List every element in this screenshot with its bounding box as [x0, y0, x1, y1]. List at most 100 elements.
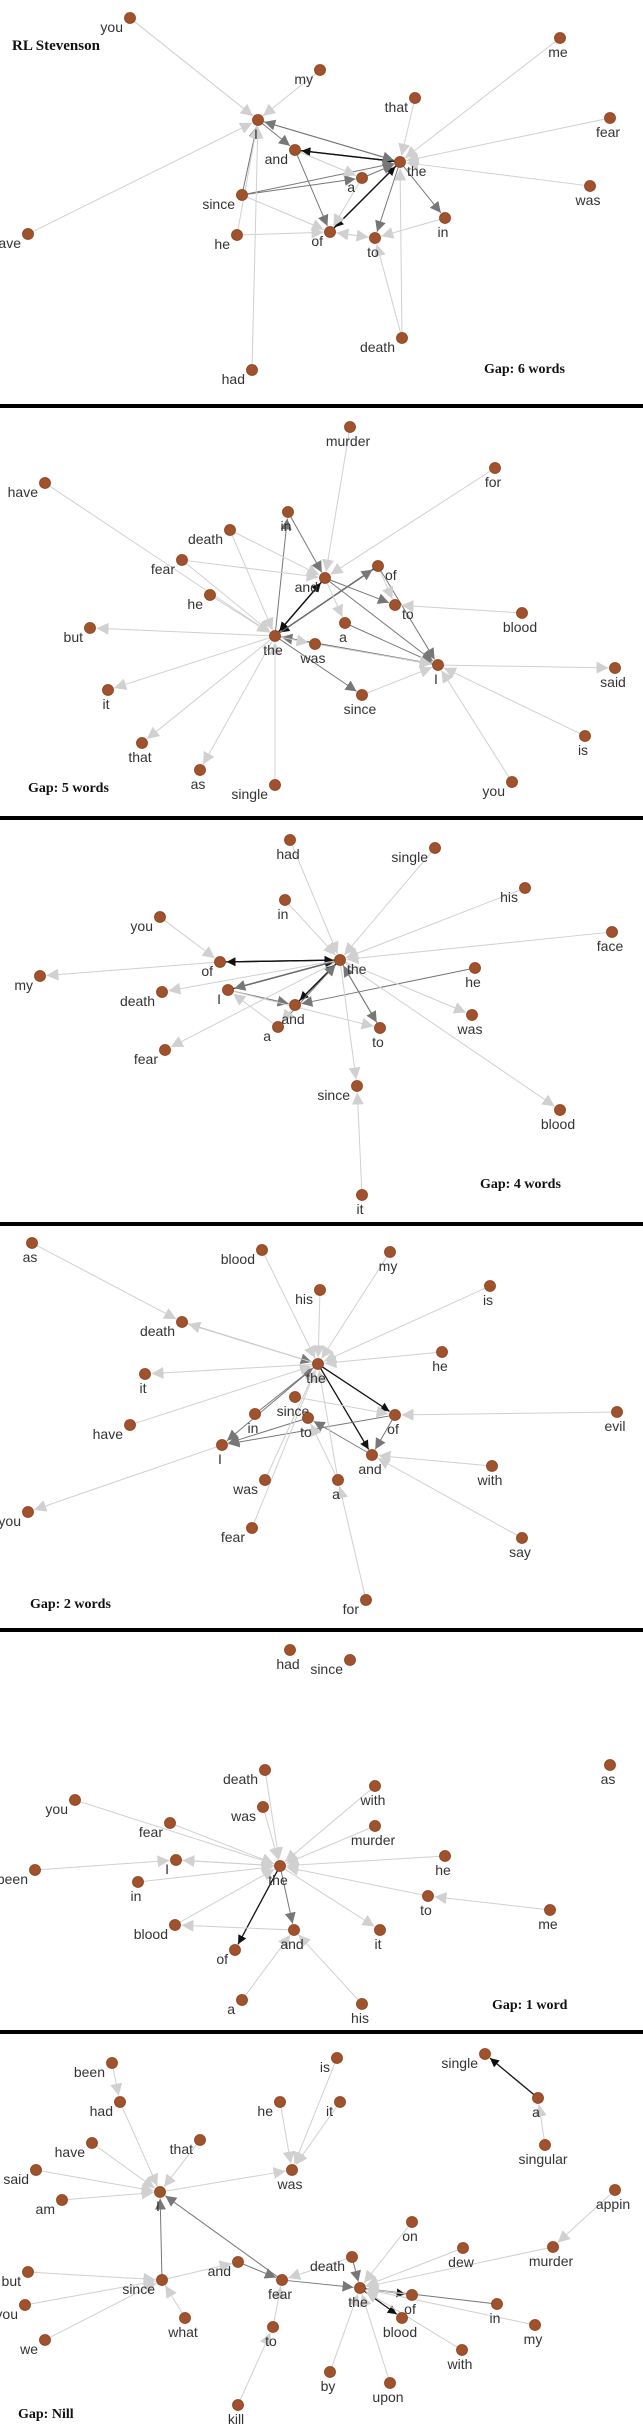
node-label: single — [391, 849, 428, 865]
node-marker — [519, 882, 531, 894]
node-label: a — [263, 1028, 271, 1044]
node-marker — [554, 32, 566, 44]
node-label: his — [351, 2010, 369, 2026]
node-label: the — [263, 642, 283, 658]
node-label: that — [170, 2141, 193, 2157]
node-the: the — [306, 1358, 326, 1386]
node-marker — [274, 2096, 286, 2108]
node-and: and — [265, 144, 301, 167]
panel-separator — [0, 404, 643, 408]
node-of: of — [404, 2289, 418, 2317]
node-marker — [156, 986, 168, 998]
node-marker — [312, 1358, 324, 1370]
node-label: to — [265, 2333, 277, 2349]
node-fear: fear — [596, 112, 620, 140]
node-marker — [34, 970, 46, 982]
edge-to-to-of — [336, 228, 370, 241]
node-i: I — [216, 1439, 228, 1467]
node-the: the — [268, 1860, 288, 1888]
node-as: as — [601, 1759, 616, 1787]
node-label: been — [74, 2064, 105, 2080]
node-i: I — [165, 1854, 182, 1877]
node-marker — [29, 1864, 41, 1876]
edge-a-to-and — [244, 1934, 291, 1996]
node-single: single — [391, 842, 441, 865]
node-of: of — [201, 956, 226, 979]
node-label: kill — [228, 2411, 244, 2427]
node-label: in — [131, 1888, 142, 1904]
edge-of-to-i — [380, 570, 436, 660]
node-it: it — [139, 1368, 151, 1396]
edge-my-to-i — [262, 73, 317, 117]
node-marker — [479, 2048, 491, 2060]
node-in: in — [131, 1876, 144, 1904]
node-marker — [384, 2377, 396, 2389]
edge-the-to-to — [342, 964, 378, 1023]
node-said: said — [600, 662, 626, 690]
node-label: it — [326, 2103, 333, 2119]
node-marker — [232, 2256, 244, 2268]
node-his: his — [295, 1284, 326, 1307]
node-label: is — [320, 2059, 330, 2075]
node-since: since — [202, 189, 248, 212]
node-and: and — [208, 2256, 244, 2279]
node-label: is — [578, 742, 588, 758]
edge-the-to-i — [226, 1367, 315, 1442]
edge-to-to-the — [286, 1863, 423, 1896]
node-had: had — [90, 2096, 126, 2119]
node-label: and — [265, 151, 288, 167]
node-marker — [176, 554, 188, 566]
node-label: in — [278, 906, 289, 922]
node-label: say — [509, 1544, 531, 1560]
node-fear: fear — [221, 1522, 258, 1545]
node-marker — [309, 638, 321, 650]
node-in: in — [438, 212, 451, 240]
node-label: you — [0, 1513, 21, 1529]
edge-been-to-had — [110, 2068, 123, 2096]
edge-me-to-the — [404, 40, 556, 159]
node-marker — [179, 2312, 191, 2324]
node-marker — [539, 2139, 551, 2151]
node-label: fear — [596, 124, 620, 140]
node-marker — [486, 1460, 498, 1472]
node-since: since — [317, 1080, 363, 1103]
node-appin: appin — [596, 2184, 630, 2212]
panel-gap-5: murderhaveforindeathfearandofhetobloodab… — [8, 421, 626, 802]
edge-since-to-the — [247, 160, 394, 195]
node-but: but — [64, 622, 96, 645]
node-have: have — [55, 2137, 98, 2160]
node-label: have — [55, 2144, 86, 2160]
node-since: since — [310, 1654, 356, 1677]
node-label: I — [218, 1451, 222, 1467]
node-is: is — [483, 1280, 496, 1308]
node-marker — [289, 1391, 301, 1403]
panel-edges — [40, 1775, 545, 2001]
node-marker — [132, 1876, 144, 1888]
node-label: my — [14, 977, 33, 993]
node-single: single — [441, 2048, 491, 2071]
node-marker — [604, 1759, 616, 1771]
node-me: me — [548, 32, 568, 60]
panel-edges — [46, 844, 607, 1190]
edge-a-to-the — [315, 1370, 338, 1475]
edge-fear-to-the — [253, 1369, 317, 1524]
node-marker — [422, 1890, 434, 1902]
edge-of-to-and — [374, 1419, 393, 1450]
edge-since-to-of — [246, 196, 325, 231]
node-he: he — [214, 229, 243, 252]
node-say: say — [509, 1532, 531, 1560]
panel-separator — [0, 1628, 643, 1632]
diagram-title: RL Stevenson — [12, 38, 101, 54]
node-marker — [56, 2194, 68, 2206]
node-it: it — [326, 2096, 346, 2119]
edge-was-to-the — [266, 1369, 316, 1476]
gap-label: Gap: 6 words — [484, 362, 565, 377]
node-marker — [69, 1794, 81, 1806]
edge-since-to-and — [167, 2260, 232, 2280]
node-label: murder — [351, 1832, 396, 1848]
node-to: to — [265, 2321, 279, 2349]
node-marker — [259, 1764, 271, 1776]
node-marker — [314, 1284, 326, 1296]
node-death: death — [360, 332, 408, 355]
